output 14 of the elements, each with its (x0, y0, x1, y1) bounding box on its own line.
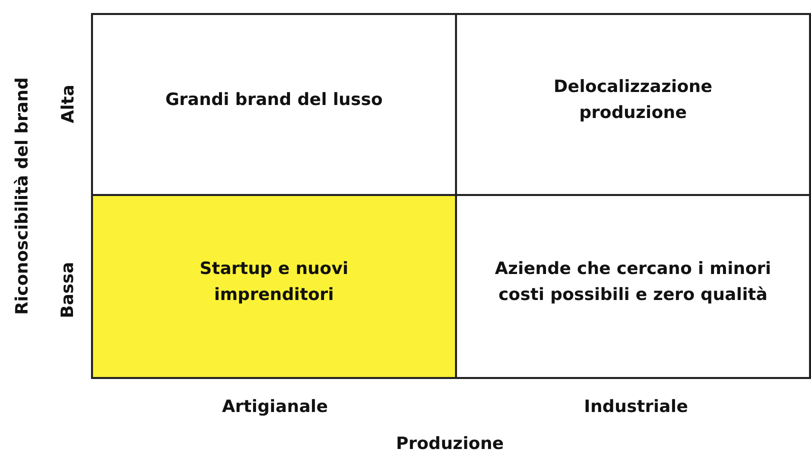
quadrant-cell (455, 194, 811, 379)
axis-tick-label: Industriale (584, 397, 688, 417)
quadrant-text: Aziende che cercano i minori costi possibili e zero qualità (494, 258, 772, 306)
quadrant-cell (455, 13, 811, 196)
axis-tick-label: Bassa (58, 262, 78, 318)
axis-title: Produzione (396, 434, 504, 454)
axis-tick-label: Alta (58, 84, 78, 124)
quadrant-text: Grandi brand del lusso (165, 88, 383, 112)
quadrant-text: Startup e nuovi imprenditori (198, 258, 350, 306)
quadrant-cell (91, 194, 457, 379)
quadrant-cell (91, 13, 457, 196)
quadrant-text: Delocalizzazione produzione (552, 76, 714, 124)
axis-tick-label: Artigianale (222, 397, 328, 417)
axis-title: Riconoscibilità del brand (12, 77, 32, 315)
